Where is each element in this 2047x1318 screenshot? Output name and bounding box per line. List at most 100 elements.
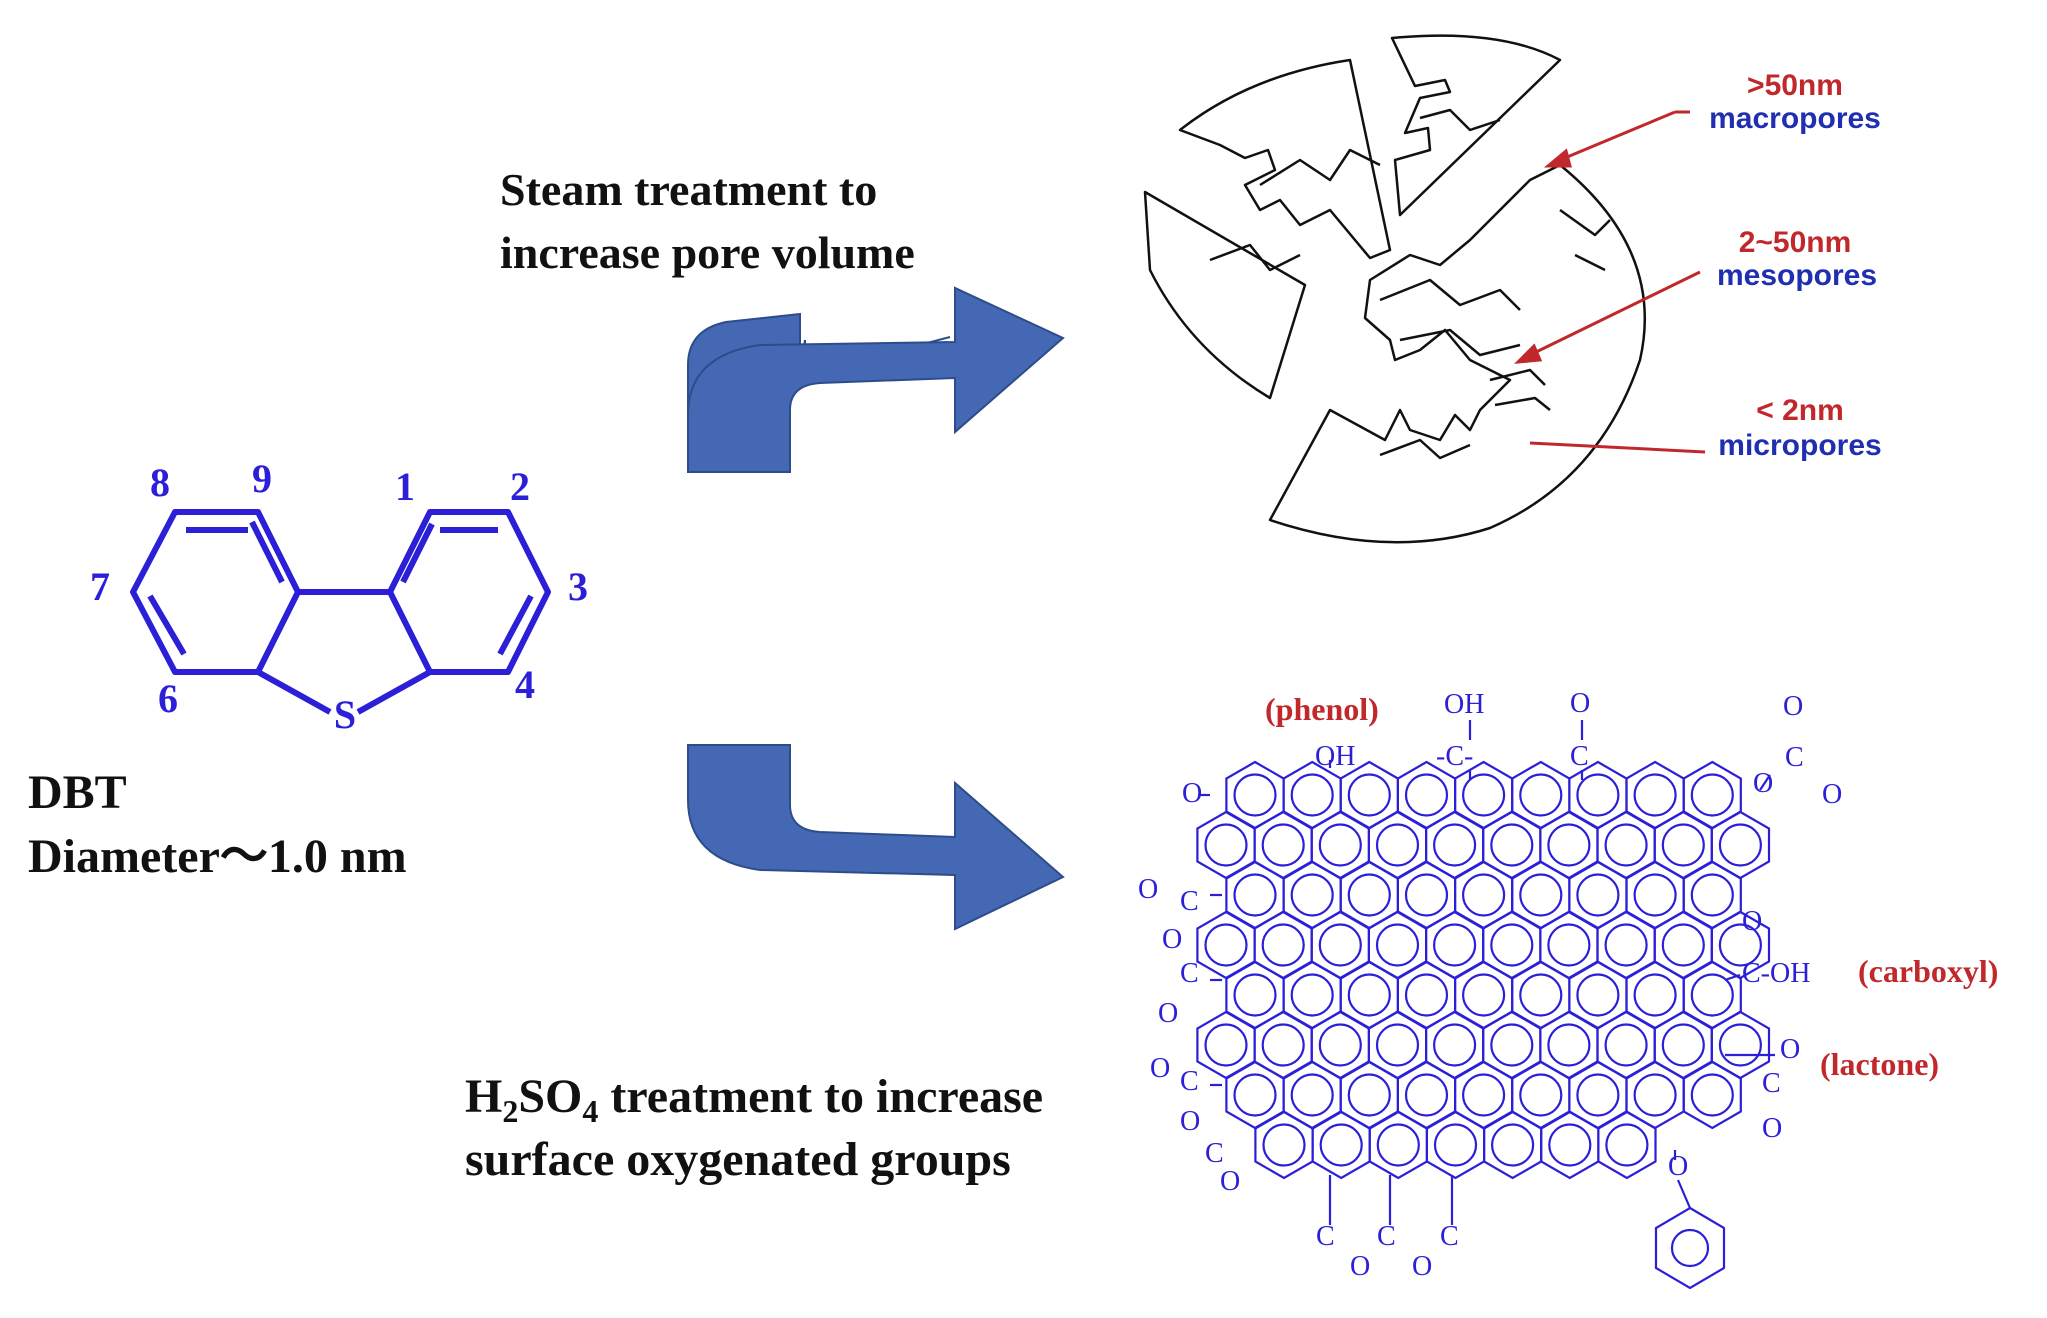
aromatic-ring-circle [1233,1073,1277,1117]
aromatic-ring-circle [1461,773,1506,817]
aromatic-ring-circle [1375,823,1420,867]
macropore-pointer-head [1543,148,1572,168]
aromatic-ring-circle [1576,773,1620,817]
bottom-c-2: C [1377,1221,1396,1252]
carbonyl-c-top: C [1570,741,1589,772]
functional-group-bond [1759,774,1771,791]
aromatic-ring-circle [1233,873,1277,917]
aromatic-ring-circle [1375,923,1420,967]
aromatic-ring-circle [1432,923,1477,967]
aromatic-ring-circle [1461,873,1506,917]
bottom-o-1: O [1350,1251,1370,1282]
branch-2 [1574,253,1606,272]
hydroxyl-c: -C- [1436,741,1473,772]
dbt-s-bond-left [256,669,332,715]
hydroxyl-oh-top: OH [1444,689,1484,720]
aromatic-ring-circle [1718,923,1763,967]
aromatic-ring-circle [1376,1123,1420,1167]
aromatic-ring-circle [1404,873,1449,917]
aromatic-ring-circle [1375,1023,1420,1067]
aromatic-ring-circle [1605,1123,1649,1167]
aromatic-ring-circle [1690,973,1734,1017]
micro-channel-2 [1494,396,1551,411]
aromatic-ring-circle [1404,973,1449,1017]
macro-channel-top-right [1419,108,1501,132]
dbt-name: DBT [28,766,127,819]
carboxyl-o: O [1742,906,1762,937]
aromatic-ring-circle [1718,823,1763,867]
acid-caption-line1: H2SO4 treatment to increase [465,1070,1043,1129]
pore-labels: >50nm macropores 2~50nm mesopores < 2nm … [1709,69,1882,462]
ester-o-top: O [1783,691,1803,722]
anhydride-o-1: O [1138,874,1158,905]
lower-anhydride-o-1: O [1150,1053,1170,1084]
aromatic-ring-circle [1490,923,1534,967]
steam-caption-line2: increase pore volume [500,227,915,278]
steam-arrow-body [687,286,1065,473]
aromatic-ring-circle [1261,923,1305,967]
aromatic-ring-circle [1261,1023,1305,1067]
dbt-molecule [130,509,551,715]
aromatic-ring-circle [1718,1023,1763,1067]
acid-arrow-body [687,744,1065,931]
mesopore-name: mesopores [1717,259,1877,292]
aromatic-ring-circle [1604,823,1648,867]
aromatic-ring-circle [1547,1023,1591,1067]
particle-fragment-top-left [1178,58,1392,260]
aromatic-ring-circle [1432,1023,1477,1067]
atom-number-8: 8 [150,460,170,505]
lower-anhydride-o-2: O [1220,1166,1240,1197]
atom-number-1: 1 [395,464,415,509]
atom-number-3: 3 [568,564,588,609]
aromatic-ring-circle [1432,823,1477,867]
carboxyl-label: (carboxyl) [1858,953,1998,989]
macro-channel-top-left [1259,148,1381,187]
aromatic-ring-circle [1548,1123,1592,1167]
steam-caption-line1: Steam treatment to [500,164,877,215]
aromatic-ring-circle [1633,773,1677,817]
aromatic-ring-circle [1490,823,1534,867]
dbt-sulfur: S [334,692,356,737]
micro-channel-3 [1379,438,1471,460]
atom-number-7: 7 [90,564,110,609]
macropore-name: macropores [1709,102,1881,135]
graphene-sheet [1196,720,1775,1225]
bottom-c-1: C [1316,1221,1335,1252]
bottom-c-3: C [1440,1221,1459,1252]
dbt-atom-labels: S 1 2 3 4 6 7 8 9 [90,456,588,737]
left-channel [1209,243,1301,272]
aromatic-ring-circle [1290,973,1334,1017]
aromatic-ring-circle [1290,773,1334,817]
aromatic-ring-circle [1490,1123,1535,1167]
dbt-right-ring [387,509,551,675]
functional-group-bond [1724,973,1741,982]
anhydride-c-1: C [1180,886,1199,917]
group-labels: (phenol) (carboxyl) (lactone) [1265,691,1998,1082]
anhydride-c-2: C [1180,958,1199,989]
aromatic-ring-circle [1519,973,1563,1017]
aromatic-ring-circle [1604,1023,1648,1067]
meso-channel-1 [1379,278,1521,311]
lower-anhydride-o-bridge: O [1180,1106,1200,1137]
aromatic-ring-circle [1519,773,1563,817]
dbt-left-ring [130,509,301,675]
dbt-left-double-3 [249,520,285,584]
atom-number-4: 4 [515,662,535,707]
lactone-label: (lactone) [1820,1046,1939,1082]
aromatic-ring-circle [1576,1073,1620,1117]
particle-fragment-left [1143,190,1307,400]
phenyl-ring [1654,1179,1726,1290]
aromatic-ring-circle [1547,923,1591,967]
aromatic-ring-circle [1576,873,1620,917]
aromatic-ring-circle [1318,1023,1362,1067]
ether-o: O [1668,1151,1688,1182]
macropore-size: >50nm [1747,69,1843,102]
aromatic-ring-circle [1576,973,1620,1017]
lactone-o-ring: O [1780,1034,1800,1065]
aromatic-ring-circle [1404,1073,1449,1117]
aromatic-ring-circle [1519,873,1563,917]
pore-channels [1209,108,1611,460]
micropore-size: < 2nm [1756,394,1844,427]
micro-channel-1 [1489,368,1546,386]
aromatic-ring-circle [1604,923,1648,967]
